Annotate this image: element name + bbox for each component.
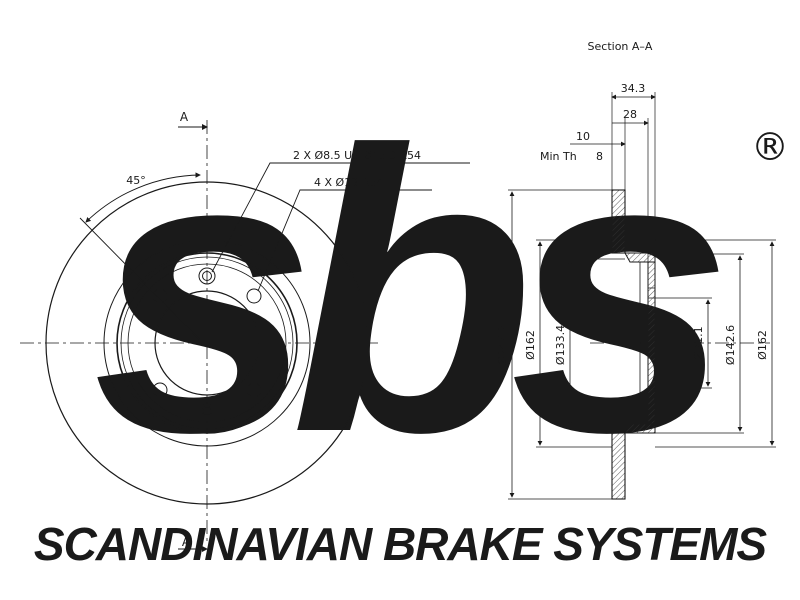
hat-outer-edge-2	[120, 256, 294, 430]
front-view	[20, 120, 470, 552]
locating-hole-outer	[198, 267, 216, 285]
dim-hat-depth: 28	[623, 108, 637, 121]
section-view	[508, 92, 776, 500]
locating-hole-outer	[198, 402, 216, 420]
angle-arc	[85, 172, 201, 223]
wheel-hole	[152, 288, 168, 304]
dim-hat-diameter-right: Ø162	[756, 330, 769, 360]
watermark-tagline: SCANDINAVIAN BRAKE SYSTEMS	[34, 518, 768, 570]
dim-disc-thickness: 10	[576, 130, 590, 143]
hat-inner-edge	[127, 263, 287, 423]
locating-hole-inner	[202, 271, 212, 281]
hat-profile-lower	[624, 423, 656, 434]
bore-step-upper	[648, 287, 656, 299]
watermark: sbs ® SCANDINAVIAN BRAKE SYSTEMS	[34, 68, 789, 570]
min-thickness-value: 8	[596, 150, 603, 163]
section-title: Section A–A	[588, 40, 653, 53]
disc-outer-edge	[45, 181, 369, 505]
bore-step-lower	[648, 387, 656, 399]
hat-outer-edge	[116, 252, 298, 434]
callout-wheel-holes: 4 X Ø13 R54	[314, 176, 383, 189]
angle-leader	[79, 217, 201, 341]
dim-bolt-circle: Ø142.6	[724, 325, 737, 365]
registered-mark: ®	[751, 125, 789, 169]
dim-total-thickness: 34.3	[621, 82, 646, 95]
hat-profile-upper	[624, 252, 656, 263]
wheel-hole	[246, 288, 262, 304]
watermark-logo: sbs	[93, 68, 722, 515]
disc-section-lower	[611, 432, 626, 500]
section-view-labels: Section A–A 34.3 28 10 Min Th 8 Ø247.2 Ø…	[496, 40, 769, 365]
dim-outer-diameter: Ø247.2	[496, 325, 509, 365]
angle-label: 45°	[126, 174, 146, 187]
wheel-hole	[152, 382, 168, 398]
min-thickness-label: Min Th	[540, 150, 577, 163]
front-view-labels: A A 45° 2 X Ø8.5 US Ø15.0 R54 4 X Ø13 R5…	[126, 110, 421, 549]
dim-friction-inner: Ø133.4	[554, 325, 567, 365]
dim-center-bore: Ø71.1	[692, 326, 705, 359]
callout-leader-locating	[211, 162, 470, 273]
locating-hole-inner	[202, 406, 212, 416]
section-marker-top: A	[180, 110, 189, 124]
dim-hat-diameter-left: Ø162	[524, 330, 537, 360]
disc-section-upper	[611, 189, 626, 254]
center-bore	[154, 290, 260, 396]
callout-bolt-holes: 2 X Ø8.5 US Ø15.0 R54	[293, 149, 421, 162]
wheel-hole	[246, 382, 262, 398]
friction-ring-inner	[103, 239, 311, 447]
callout-leader-wheel	[257, 189, 432, 292]
hat-face	[647, 261, 656, 425]
section-marker-bottom: A	[182, 535, 191, 549]
